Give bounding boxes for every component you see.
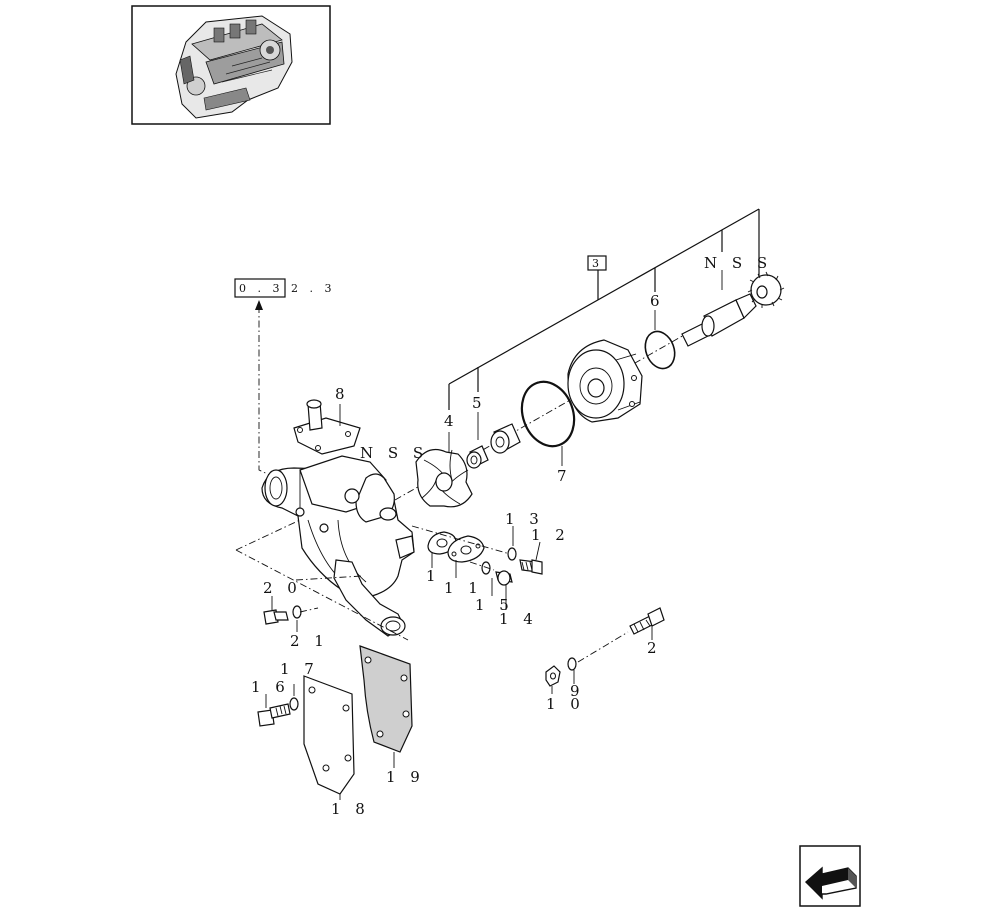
label-9: 9 <box>570 682 585 700</box>
label-17: 1 7 <box>280 660 319 678</box>
label-13: 1 3 <box>505 510 544 528</box>
shaft-with-gear[interactable] <box>681 271 785 347</box>
bolt-axis-2 <box>577 631 629 663</box>
seal-part-5[interactable] <box>466 445 489 469</box>
label-1: 1 <box>426 567 441 585</box>
label-21: 2 1 <box>290 632 329 650</box>
washer-part-17[interactable] <box>289 697 299 711</box>
reference-leader <box>258 306 281 481</box>
bolt-part-12[interactable] <box>519 559 543 575</box>
label-12: 1 2 <box>531 526 570 544</box>
label-nss-left: N S S <box>360 444 428 462</box>
gear-icon <box>747 271 785 308</box>
label-16: 1 6 <box>251 678 290 696</box>
leader-12 <box>535 541 541 561</box>
bolt-axis-14 <box>469 561 495 571</box>
reference-arrowhead <box>255 300 263 310</box>
label-5: 5 <box>472 394 487 412</box>
label-19: 1 9 <box>386 768 425 786</box>
svg-text:3: 3 <box>592 257 603 270</box>
bolt-part-16[interactable] <box>257 703 291 727</box>
flange-axis <box>411 525 511 555</box>
back-navigation-button[interactable] <box>799 845 861 907</box>
flange-part-11[interactable] <box>447 535 485 578</box>
svg-text:0 . 3 2 . 3: 0 . 3 2 . 3 <box>239 282 335 295</box>
arrow-back-icon <box>804 866 857 900</box>
reference-box-left[interactable]: 0 . 3 2 . 3 <box>234 278 335 298</box>
bolt-axis-20 <box>299 607 319 613</box>
washer-part-13[interactable] <box>507 547 517 561</box>
assembly-bracket <box>448 208 760 462</box>
nut-part-10[interactable] <box>545 665 561 694</box>
washer-part-9[interactable] <box>567 657 577 684</box>
label-4: 4 <box>444 412 459 430</box>
engine-thumbnail[interactable] <box>131 5 331 125</box>
o-ring-part-6[interactable] <box>640 327 679 372</box>
engine-assembly-icon <box>175 15 293 119</box>
washer-part-21[interactable] <box>292 605 302 619</box>
label-14: 1 4 <box>499 610 538 628</box>
bolt-part-20[interactable] <box>263 609 289 625</box>
label-nss-right: N S S <box>704 254 772 272</box>
bolt-part-2[interactable] <box>629 607 665 640</box>
washer-part-15[interactable] <box>481 561 491 575</box>
cover-plate-part-8[interactable] <box>293 399 361 455</box>
pump-cover[interactable] <box>567 339 643 423</box>
bolt-part-14[interactable] <box>495 570 513 586</box>
label-15: 1 5 <box>475 596 514 614</box>
label-7: 7 <box>557 467 572 485</box>
bearing[interactable] <box>490 423 521 454</box>
plate-part-19[interactable] <box>359 645 413 768</box>
label-18: 1 8 <box>331 800 370 818</box>
label-20: 2 0 <box>263 579 302 597</box>
pump-housing[interactable] <box>261 455 415 637</box>
label-2: 2 <box>647 639 662 657</box>
impeller-part-4[interactable] <box>415 449 473 508</box>
label-11: 1 1 <box>444 579 483 597</box>
reference-box-top[interactable]: 3 <box>587 255 607 271</box>
mounting-projection <box>235 519 409 641</box>
o-ring-part-7[interactable] <box>513 374 583 466</box>
plate-part-18[interactable] <box>303 675 355 800</box>
label-10: 1 0 <box>546 695 585 713</box>
label-6: 6 <box>650 292 665 310</box>
label-8: 8 <box>335 385 350 403</box>
